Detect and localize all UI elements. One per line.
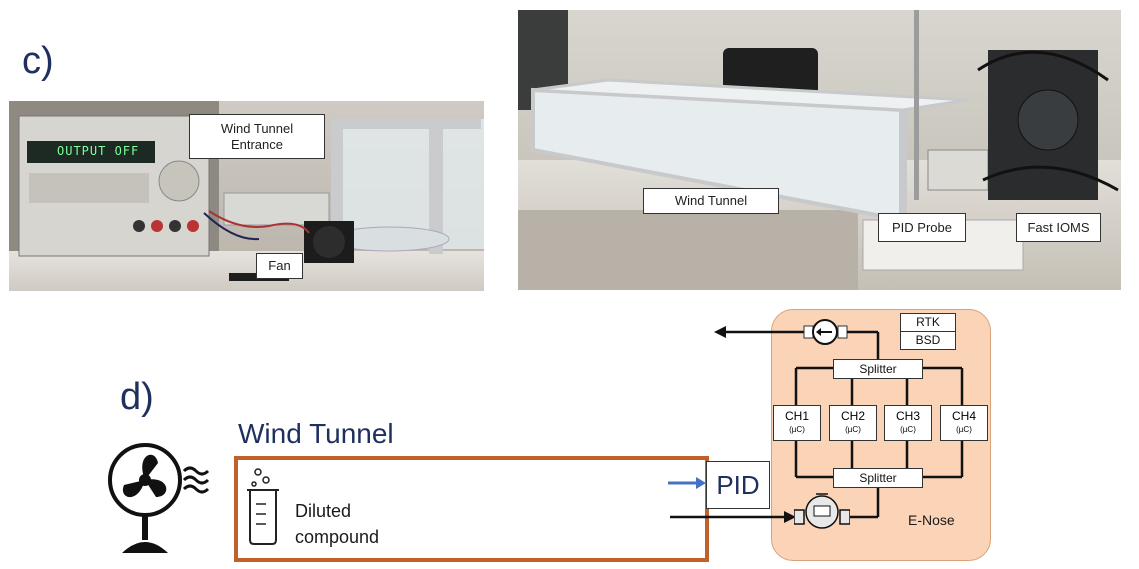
pump-icon [812,319,838,345]
flowmeter-icon [794,493,850,529]
channel-name: CH1 [784,409,809,423]
enose-label: E-Nose [908,512,955,528]
splitter-bottom: Splitter [833,468,923,488]
callout-fan: Fan [256,253,303,279]
channel-unit: (µC) [789,425,805,434]
channel-name: CH2 [840,409,865,423]
channel-ch2: CH2 (µC) [829,405,877,441]
wind-tunnel-title: Wind Tunnel [238,418,394,449]
photo-wind-tunnel-entrance: OUTPUT OFF [9,101,484,291]
channel-ch4: CH4 (µC) [940,405,988,441]
channel-name: CH3 [895,409,920,423]
callout-wind-tunnel: Wind Tunnel [643,188,779,214]
channel-unit: (µC) [956,425,972,434]
rtk-box: RTK [900,313,956,332]
callout-fast-ioms: Fast IOMS [1016,213,1101,242]
photo-right-illustration [518,10,1121,290]
channel-unit: (µC) [900,425,916,434]
wind-tunnel-box [234,456,709,562]
photo-left-illustration [9,101,484,291]
photo-wind-tunnel-setup [518,10,1121,290]
beaker-icon [247,468,279,545]
channel-unit: (µC) [845,425,861,434]
diluted-compound-label: Diluted compound [295,501,380,547]
panel-label-c: c) [22,40,54,82]
channel-name: CH4 [951,409,976,423]
fan-icon [108,443,210,553]
channel-ch1: CH1 (µC) [773,405,821,441]
pid-box: PID [706,461,770,509]
panel-label-d: d) [120,376,154,418]
channel-ch3: CH3 (µC) [884,405,932,441]
bsd-box: BSD [900,331,956,350]
callout-wind-tunnel-entrance: Wind Tunnel Entrance [189,114,325,159]
callout-pid-probe: PID Probe [878,213,966,242]
pid-inlet-arrow-icon [668,477,706,489]
splitter-top: Splitter [833,359,923,379]
power-supply-display: OUTPUT OFF [57,144,140,158]
